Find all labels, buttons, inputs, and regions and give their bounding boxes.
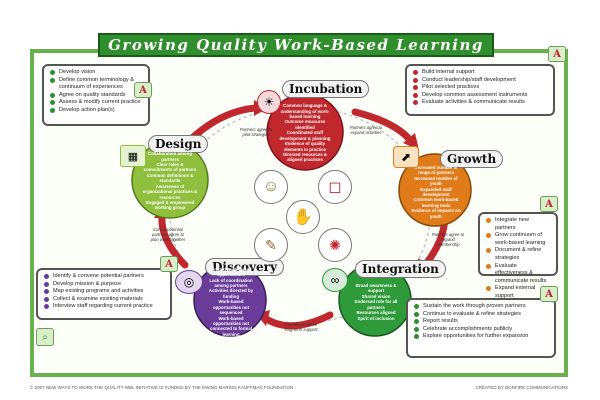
outcome-item: Broad awareness & support — [355, 283, 397, 294]
list-item: Celebrate accomplishments publicly — [414, 326, 548, 334]
list-item: Pilot selected practices — [413, 84, 547, 92]
list-item: Document & refine strategies — [486, 247, 550, 262]
outcome-item: Awareness of organizational practices & … — [142, 183, 198, 200]
list-item: Define common terminology & continuum of… — [50, 77, 142, 92]
list-item: Agree on quality standards — [50, 92, 142, 100]
growth-label: Growth — [440, 150, 504, 168]
design-outcomes: Collaboration among partners Clear roles… — [142, 151, 198, 211]
arrow-integration-to-discovery — [261, 311, 334, 330]
arrow-incubation-to-growth — [351, 108, 414, 144]
outcome-item: Coordinated staff development & planning — [279, 130, 331, 141]
note-discovery-to-design: Core & potential partners agree to plan … — [150, 227, 186, 242]
list-item: Expand external support — [486, 285, 550, 300]
outcome-item: Directed resources & aligned practices — [282, 151, 328, 163]
footer-creator: CREATED BY BONFIRE COMMUNICATIONS — [475, 385, 568, 390]
list-item: Conduct leadership/staff development — [413, 77, 547, 85]
note-integration-to-discovery: Partners endorse long-term support — [284, 322, 318, 332]
list-item: Assess & modify current practice — [50, 99, 142, 107]
integration-a-icon: A — [540, 286, 558, 302]
list-item: Continue to evaluate & refine strategies — [414, 311, 548, 319]
list-item: Collect & examine existing materials — [44, 296, 164, 304]
growth-a-icon: A — [540, 196, 558, 212]
list-item: Interview staff regarding current practi… — [44, 303, 164, 311]
list-item: Grow continuum of work-based learning — [486, 232, 550, 247]
discovery-a-icon: A — [160, 256, 178, 272]
discovery-label: Discovery — [205, 258, 284, 276]
incubation-outcomes: Common language & understanding of work-… — [276, 103, 334, 163]
list-item: Evaluate activities & communicate result… — [413, 99, 547, 107]
outcome-item: Lack of coordination among partners — [209, 277, 253, 289]
outcome-item: Common work-based learning tools — [413, 197, 459, 208]
outcome-item: Common language & understanding of work-… — [280, 103, 330, 120]
outcome-item: Endorsed role for all partners — [354, 299, 398, 310]
note-design-to-incubation: Partners agree to pilot strategies — [239, 127, 273, 137]
outcome-item: Activities directed by funding — [208, 288, 254, 299]
integration-label: Integration — [355, 260, 446, 278]
arrow-discovery-to-design — [158, 211, 189, 269]
list-item: Identify & convene potential partners — [44, 273, 164, 281]
integration-activities-box: Sustain the work through proven partners… — [406, 298, 556, 358]
outcome-item: Shared vision — [361, 293, 391, 299]
blueprint-icon: ▦ — [120, 145, 146, 167]
stairs-icon: ⬈ — [393, 146, 419, 168]
people-icon: ☺ — [254, 170, 288, 204]
list-item: Develop action plan(s) — [50, 107, 142, 115]
list-item: Develop common assessment instruments — [413, 92, 547, 100]
growth-circle — [398, 153, 472, 227]
diagram-title: Growing Quality Work-Based Learning — [98, 33, 494, 57]
design-label: Design — [148, 135, 209, 153]
list-item: Map existing programs and activities — [44, 288, 164, 296]
list-item: Report results — [414, 318, 548, 326]
outcome-item: Increased number of youth — [414, 175, 458, 187]
integration-outcomes: Broad awareness & support Shared vision … — [349, 275, 403, 329]
design-a-icon: A — [134, 82, 152, 98]
cube-icon: ◻ — [318, 170, 352, 204]
outcome-item: Collaboration among partners — [148, 151, 192, 162]
footer-credits: © 2007 NEW WAYS TO WORK THE QUALITY WBL … — [30, 385, 294, 390]
magnifier-icon: ⌕ — [36, 328, 54, 346]
list-item: Integrate new partners — [486, 217, 550, 232]
incubation-activities-box: Build internal support Conduct leadershi… — [405, 64, 555, 116]
outcome-item: Outcome measures identified — [284, 119, 326, 130]
outcome-item: Evidence of impacts on youth — [411, 208, 461, 219]
list-item: Explore opportunities for further expans… — [414, 333, 548, 341]
incubation-label: Incubation — [282, 80, 370, 98]
note-growth-to-integration: Partners agree to expand membership — [431, 232, 465, 247]
list-item: Develop mission & purpose — [44, 281, 164, 289]
list-item: Build internal support — [413, 69, 547, 77]
discovery-activities-box: Identify & convene potential partners De… — [36, 268, 172, 320]
arrowhead-incubation-to-growth — [403, 133, 419, 150]
outcome-item: Resources aligned — [356, 310, 396, 316]
tools-icon: ✎ — [254, 228, 288, 262]
list-item: Evaluate effectiveness & communicate res… — [486, 263, 550, 286]
outcome-item: Expanded staff development — [420, 186, 452, 197]
network-icon: ✺ — [318, 228, 352, 262]
binoculars-icon: ◎ — [175, 270, 203, 294]
outcome-item: Clear roles & commitments of partners — [143, 162, 197, 173]
growth-activities-box: Integrate new partners Grow continuum of… — [478, 212, 558, 299]
discovery-outcomes: Limited work-based opportunities Lack of… — [204, 267, 258, 337]
outcome-item: Spirit of inclusion — [357, 315, 395, 321]
incubation-a-icon: A — [548, 46, 566, 62]
outcome-item: Limited work-based opportunities — [210, 266, 252, 278]
handshake-icon: ✋ — [286, 200, 320, 234]
link-icon: ∞ — [322, 268, 348, 292]
list-item: Sustain the work through proven partners — [414, 303, 548, 311]
growth-outcomes: Increased number & range of partners Inc… — [409, 165, 463, 219]
note-incubation-to-growth: Partners agree to expand activities — [349, 125, 383, 135]
outcome-item: Engaged & empowered working group — [145, 199, 195, 211]
list-item: Develop vision — [50, 69, 142, 77]
outcome-item: Evidence of quality elements in practice — [283, 141, 327, 152]
incubator-icon: ☀ — [257, 90, 281, 114]
outcome-item: Increased number & range of partners — [414, 164, 458, 176]
outcome-item: Work-based opportunities not sequenced — [212, 299, 250, 316]
outcome-item: Work-based opportunities not connected t… — [210, 315, 252, 337]
outcome-item: Common definitions & standards — [146, 172, 194, 184]
